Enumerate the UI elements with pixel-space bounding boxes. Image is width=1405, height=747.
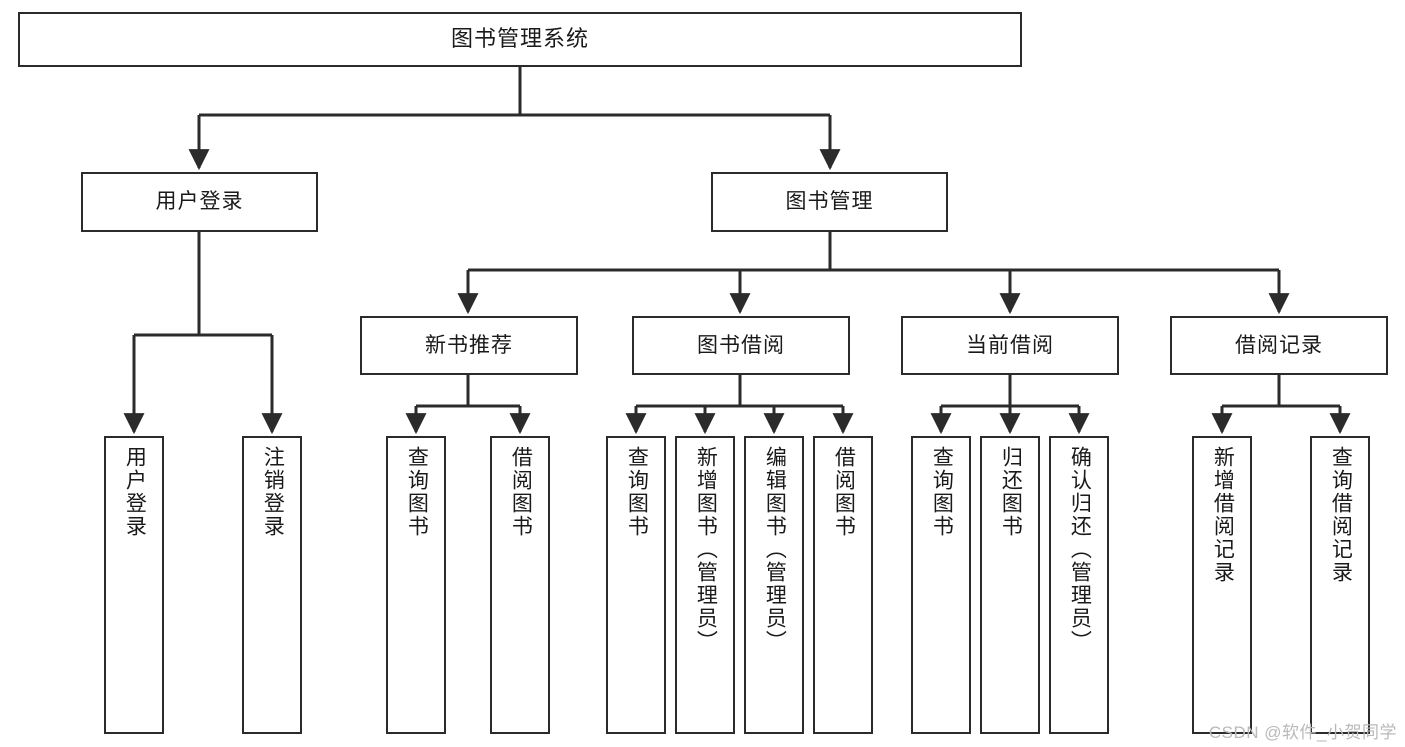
leaf-current-borrow-confirm[interactable]: 确认归还（管理员）	[1049, 436, 1109, 734]
leaf-current-borrow-query[interactable]: 查询图书	[911, 436, 971, 734]
leaf-label: 新增图书（管理员）	[694, 446, 718, 653]
leaf-label: 注销登录	[261, 446, 285, 538]
leaf-book-borrow-edit[interactable]: 编辑图书（管理员）	[744, 436, 804, 734]
leaf-user-login-login[interactable]: 用户登录	[104, 436, 164, 734]
node-root[interactable]: 图书管理系统	[18, 12, 1022, 67]
leaf-label: 查询图书	[930, 446, 954, 538]
node-book-manage[interactable]: 图书管理	[711, 172, 948, 232]
leaf-label: 用户登录	[123, 446, 147, 538]
leaf-label: 借阅图书	[509, 446, 533, 538]
leaf-label: 借阅图书	[832, 446, 856, 538]
leaf-label: 查询借阅记录	[1329, 446, 1353, 584]
leaf-current-borrow-return[interactable]: 归还图书	[980, 436, 1040, 734]
node-user-login[interactable]: 用户登录	[81, 172, 318, 232]
leaf-book-borrow-query[interactable]: 查询图书	[606, 436, 666, 734]
leaf-user-login-logout[interactable]: 注销登录	[242, 436, 302, 734]
leaf-label: 查询图书	[625, 446, 649, 538]
leaf-label: 确认归还（管理员）	[1068, 446, 1092, 653]
node-new-book-recommend[interactable]: 新书推荐	[360, 316, 578, 375]
leaf-borrow-record-add[interactable]: 新增借阅记录	[1192, 436, 1252, 734]
leaf-label: 查询图书	[405, 446, 429, 538]
leaf-label: 新增借阅记录	[1211, 446, 1235, 584]
node-book-borrow[interactable]: 图书借阅	[632, 316, 850, 375]
leaf-label: 编辑图书（管理员）	[763, 446, 787, 653]
leaf-book-borrow-add[interactable]: 新增图书（管理员）	[675, 436, 735, 734]
leaf-new-book-borrow[interactable]: 借阅图书	[490, 436, 550, 734]
csdn-watermark: CSDN @软件_小贺同学	[1208, 723, 1397, 742]
node-current-borrow[interactable]: 当前借阅	[901, 316, 1119, 375]
leaf-label: 归还图书	[999, 446, 1023, 538]
leaf-book-borrow-borrow[interactable]: 借阅图书	[813, 436, 873, 734]
node-borrow-record[interactable]: 借阅记录	[1170, 316, 1388, 375]
leaf-new-book-query[interactable]: 查询图书	[386, 436, 446, 734]
leaf-borrow-record-query[interactable]: 查询借阅记录	[1310, 436, 1370, 734]
